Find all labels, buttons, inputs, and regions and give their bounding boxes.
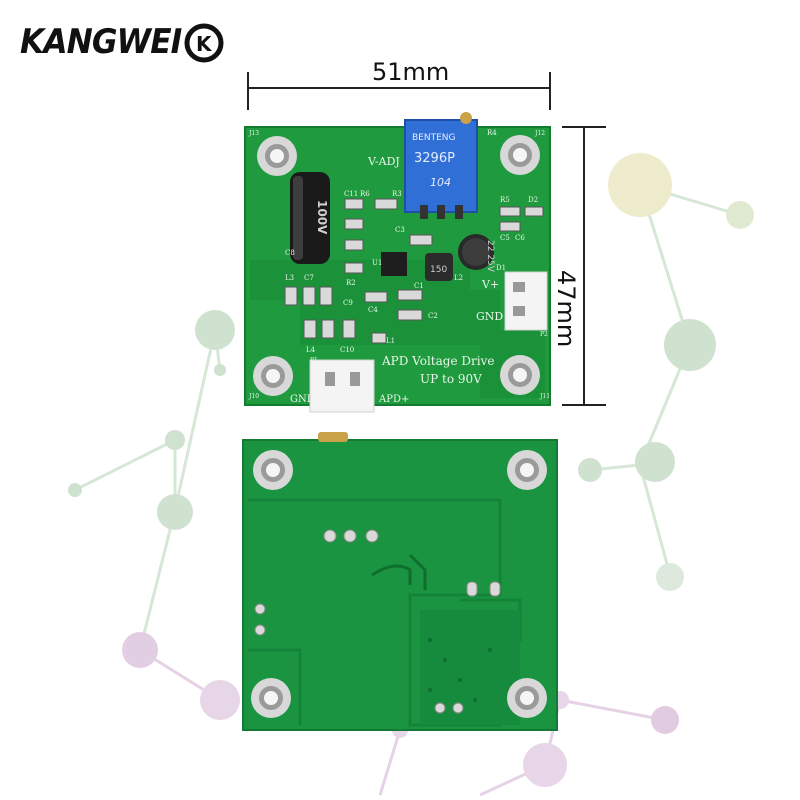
cap2-label: 22 25V [485, 240, 495, 273]
silk-c6: C6 [515, 234, 525, 242]
silk-d1: D1 [496, 264, 506, 272]
height-dimension-label: 47mm [552, 270, 580, 348]
mounting-hole [500, 355, 540, 395]
silk-j12: J12 [534, 130, 545, 137]
pot-code-label: 104 [430, 176, 451, 189]
back-mounting-hole [507, 450, 547, 490]
silk-p1: P1 [310, 357, 318, 364]
silk-r4: R4 [487, 129, 497, 137]
silk-c8: C8 [285, 249, 295, 257]
pot-adjuster-screw [318, 432, 348, 442]
silk-v-adj: V-ADJ [367, 155, 400, 168]
silk-c3: C3 [395, 226, 405, 234]
silk-r2: R2 [346, 279, 356, 287]
trimmer-potentiometer: BENTENG 3296P 104 [404, 112, 478, 219]
silk-j11: J11 [539, 393, 550, 400]
mounting-hole [257, 136, 297, 176]
silk-p2: P2 [540, 331, 548, 338]
small-electrolytic-capacitor: 22 25V [458, 234, 495, 273]
silk-r5: R5 [500, 196, 510, 204]
pcb-front: 100V BENTENG 3296P 104 150 22 25V [244, 112, 551, 413]
silk-gnd-right: GND [476, 310, 503, 323]
back-mounting-hole [507, 678, 547, 718]
inductor: 150 [425, 253, 453, 281]
silk-j10: J10 [248, 393, 259, 400]
silk-title-line1: APD Voltage Drive [381, 354, 494, 368]
back-mounting-hole [253, 450, 293, 490]
svg-text:150: 150 [430, 265, 447, 275]
pot-brand-label: BENTENG [412, 133, 456, 143]
silk-c5: C5 [500, 234, 510, 242]
silk-l1: L1 [386, 337, 395, 345]
silk-c4: C4 [368, 306, 378, 314]
silk-c2: C2 [428, 312, 438, 320]
silk-l3: L3 [285, 274, 294, 282]
connector-v-plus [504, 271, 548, 331]
silk-title-line2: UP to 90V [420, 372, 482, 386]
back-mounting-hole [251, 678, 291, 718]
silk-c11: C11 [344, 190, 358, 198]
mounting-hole [253, 356, 293, 396]
pcb-back [242, 432, 558, 731]
silk-r6: R6 [360, 190, 370, 198]
silk-gnd-left: GND [290, 394, 315, 405]
silkscreen-text: V-ADJ APD Voltage Drive UP to 90V V+ GND… [248, 129, 550, 405]
silk-l2: L2 [454, 274, 463, 282]
width-dimension-label: 51mm [372, 58, 450, 86]
brand-logo: KANGWEI [20, 22, 182, 62]
silk-u1: U1 [372, 259, 382, 267]
silk-c10: C10 [340, 346, 354, 354]
electrolytic-capacitor: 100V [290, 172, 330, 264]
silk-c1: C1 [414, 282, 424, 290]
silk-l4: L4 [306, 346, 316, 354]
silk-v-plus: V+ [481, 278, 499, 291]
smd-components [284, 198, 544, 344]
capacitor-voltage-label: 100V [315, 200, 329, 235]
ic-chip [381, 252, 407, 276]
silk-j13: J13 [248, 130, 259, 137]
height-dimension-line [562, 126, 606, 406]
silk-d2: D2 [528, 196, 538, 204]
silk-c7: C7 [304, 274, 314, 282]
brand-badge-icon: K [184, 23, 224, 63]
brand-badge-letter: K [196, 32, 213, 56]
silk-c9: C9 [343, 299, 353, 307]
connector-apd [309, 359, 375, 413]
silk-r3: R3 [392, 190, 402, 198]
mounting-hole [500, 135, 540, 175]
solder-joints [254, 529, 501, 714]
silk-apd-plus: APD+ [378, 394, 409, 405]
width-dimension-line [247, 72, 551, 110]
pot-model-label: 3296P [414, 151, 455, 166]
